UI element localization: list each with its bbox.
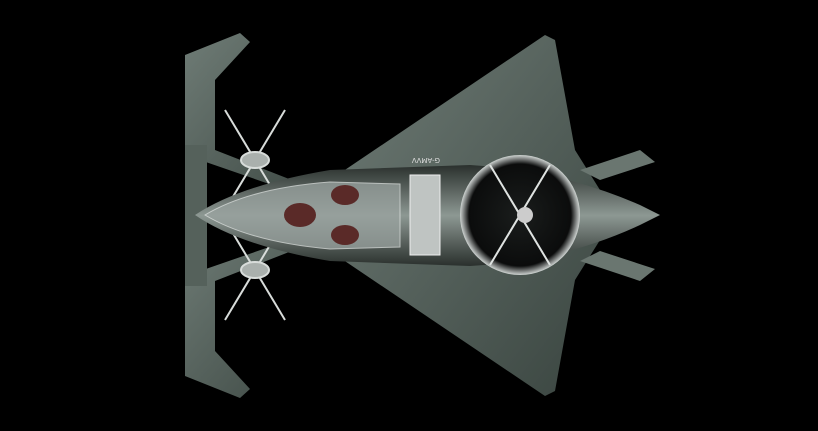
front-wing-top — [185, 33, 330, 205]
tail-fin-bottom — [580, 251, 655, 281]
battery-module — [409, 174, 441, 256]
cockpit-seats — [284, 185, 359, 245]
registration-marking: G-AMVV — [412, 156, 440, 164]
front-wing-bottom — [185, 226, 330, 398]
rotor-bottom — [224, 219, 286, 321]
tail-fin-top — [580, 150, 655, 180]
